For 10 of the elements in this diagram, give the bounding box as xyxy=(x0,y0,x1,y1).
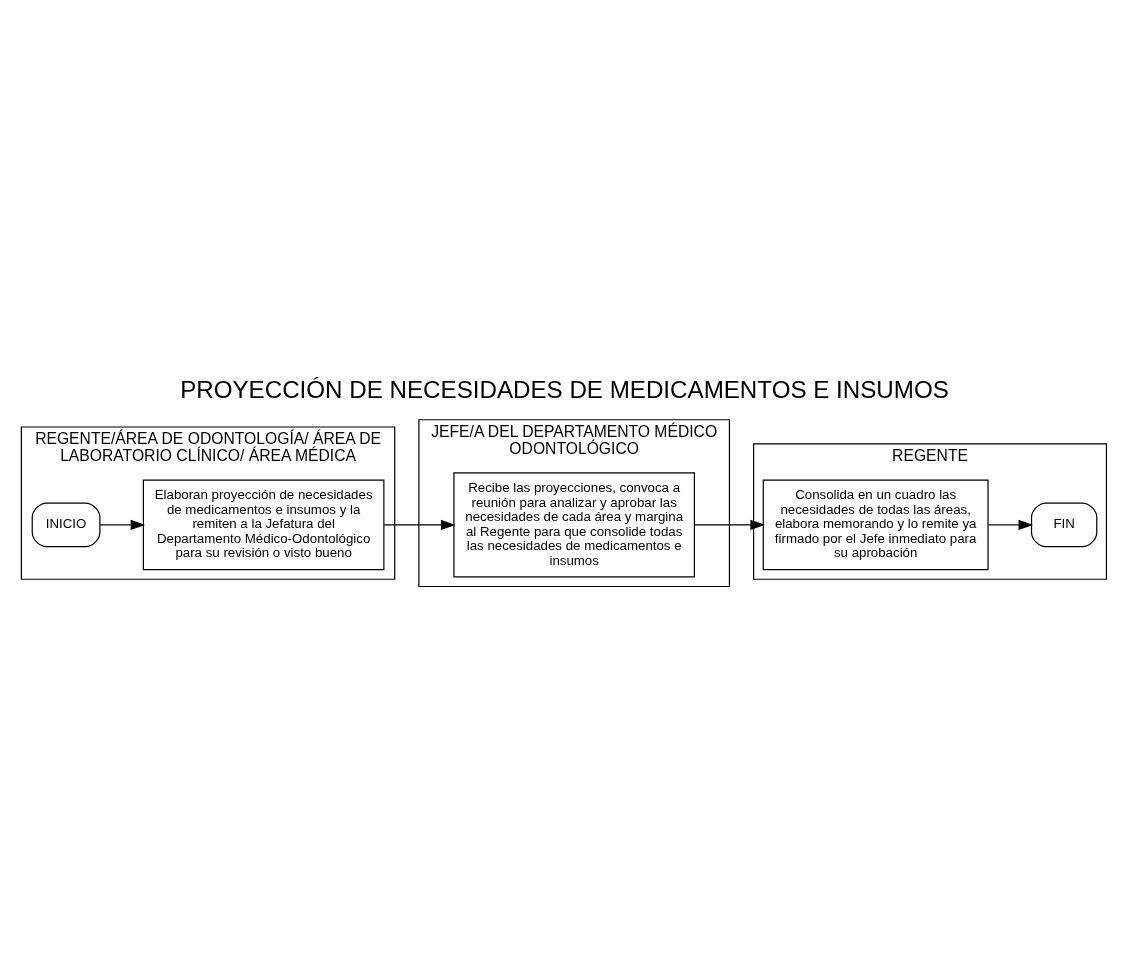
node-box: Recibe las proyecciones, convoca a reunión para analizar y aprobar las necesidades de cada área y margina al Regente para que consolide todas las necesidades de medicamentos e insumos xyxy=(453,471,695,577)
arrow xyxy=(383,519,456,530)
diagram-title: PROYECCIÓN DE NECESIDADES DE MEDICAMENTOS E INSUMOS xyxy=(180,375,949,403)
arrow xyxy=(99,519,146,530)
node-box: FIN xyxy=(1030,502,1098,547)
node-box: INICIO xyxy=(31,502,101,547)
arrow xyxy=(987,519,1034,530)
arrow xyxy=(693,519,765,530)
node-box: Consolida en un cuadro las necesidades de todas las áreas, elabora memorando y lo remite ya firmado por el Jefe inmediato para su aprobación xyxy=(762,479,989,570)
node-box: Elaboran proyección de necesidades de medicamentos e insumos y la remiten a la Jefatura del Departamento Médico-Odontológico para su revisión o visto bueno xyxy=(142,479,385,570)
